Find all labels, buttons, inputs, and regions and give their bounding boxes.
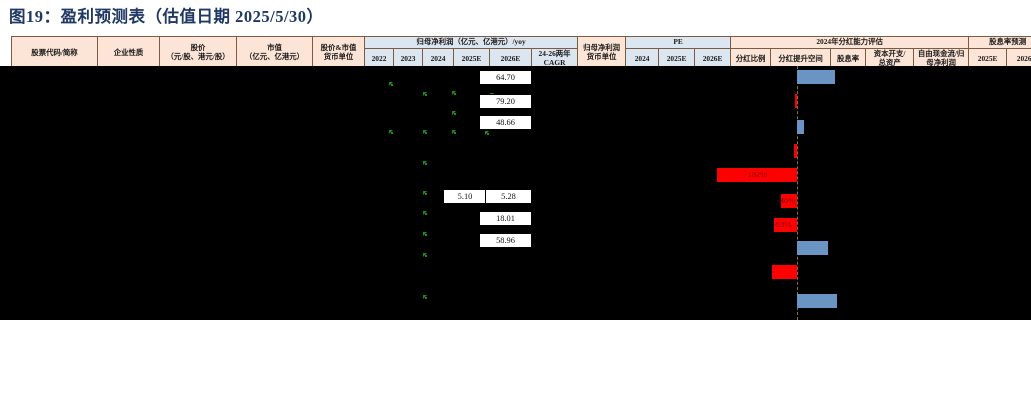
col-header-profit-2026e: 2026E [489, 48, 532, 70]
value-box: 5.10 [443, 189, 487, 204]
bar-chart-bar [773, 218, 797, 232]
col-header-yield-2026e: 2026E [1006, 48, 1031, 70]
green-arrow-icon [423, 92, 428, 98]
green-arrow-icon [423, 161, 428, 167]
green-arrow-icon [423, 232, 428, 238]
col-header-payout-upside: 分红提升空间 [770, 48, 832, 70]
col-header-profit-2022: 2022 [364, 48, 394, 70]
green-arrow-icon [423, 211, 428, 217]
green-arrow-icon [423, 130, 428, 136]
green-arrow-icon [452, 130, 457, 136]
bar-chart-bar [771, 265, 797, 279]
col-header-profit-currency: 归母净利润 货币单位 [577, 36, 627, 70]
payout-upside-bar-chart: -182% -36% -53% [708, 66, 888, 320]
value-box: 48.66 [479, 115, 532, 130]
value-box: 18.01 [479, 211, 532, 226]
bar-value-label: -53% [773, 220, 792, 229]
col-header-yield-2025e: 2025E [968, 48, 1008, 70]
bar-value-label: -182% [745, 170, 767, 179]
green-arrow-icon [389, 130, 394, 136]
bar-value-label: -36% [777, 196, 795, 205]
value-box: 64.70 [479, 70, 532, 85]
green-arrow-icon [423, 295, 428, 301]
col-header-profit-cagr: 24-26两年 CAGR [530, 48, 579, 70]
value-box: 58.96 [479, 233, 532, 248]
col-group-dividend-yield-forecast: 股息率预测 [968, 35, 1031, 50]
bar-chart-bar [794, 144, 797, 158]
bar-chart-zero-axis [797, 66, 798, 320]
green-arrow-icon [423, 253, 428, 259]
col-group-dividend-capability: 2024年分红能力评估 [730, 35, 970, 50]
bar-chart-bar [797, 70, 835, 84]
col-header-capex-to-assets: 资本开支/ 总资产 [865, 48, 915, 70]
col-header-pe-2026e: 2026E [694, 48, 732, 70]
col-header-dividend-yield: 股息率 [830, 48, 867, 70]
col-header-profit-2023: 2023 [393, 48, 423, 70]
forecast-table: 股票代码/简称 企业性质 股价 （元/股、港元/股） 市值 （亿元、亿港元） 股… [11, 35, 1031, 70]
green-arrow-icon [389, 82, 394, 88]
col-header-share-price: 股价 （元/股、港元/股） [159, 36, 237, 70]
bar-chart-bar [797, 294, 837, 308]
col-header-pe-2024: 2024 [625, 48, 660, 70]
bar-chart-bar [797, 241, 829, 255]
figure-title: 图19：盈利预测表（估值日期 2025/5/30） [9, 7, 324, 26]
green-arrow-icon [452, 111, 457, 117]
col-header-price-mcap-currency: 股价&市值 货币单位 [312, 36, 365, 70]
bar-chart-bar [797, 120, 804, 134]
green-arrow-icon [485, 131, 490, 137]
value-box: 5.28 [485, 189, 532, 204]
col-header-market-cap: 市值 （亿元、亿港元） [236, 36, 313, 70]
col-group-net-profit: 归母净利润（亿元、亿港元）/yoy [363, 35, 579, 50]
green-arrow-icon [452, 91, 457, 97]
bar-chart-bar [717, 168, 797, 182]
forecast-table-container: 股票代码/简称 企业性质 股价 （元/股、港元/股） 市值 （亿元、亿港元） 股… [11, 35, 1031, 70]
bar-chart-bar [795, 94, 797, 108]
value-box: 79.20 [479, 94, 532, 109]
bar-chart-bar [781, 194, 797, 208]
col-header-enterprise-nature: 企业性质 [97, 36, 160, 70]
col-header-stock-code: 股票代码/简称 [11, 36, 98, 70]
table-header-group-row: 股票代码/简称 企业性质 股价 （元/股、港元/股） 市值 （亿元、亿港元） 股… [11, 35, 1031, 70]
col-group-pe: PE [625, 35, 732, 50]
green-arrow-icon [423, 191, 428, 197]
